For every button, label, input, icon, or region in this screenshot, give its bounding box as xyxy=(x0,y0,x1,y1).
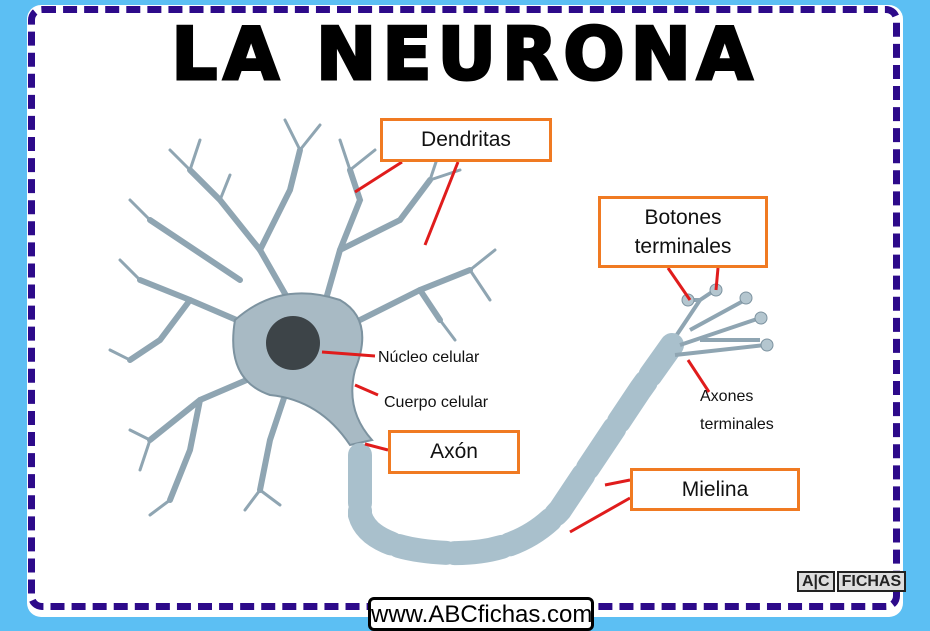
cell-body xyxy=(232,292,374,447)
axon xyxy=(358,298,702,556)
logo-text: FICHAS xyxy=(836,571,907,592)
label-axones-terminales: Axones terminales xyxy=(700,388,774,433)
label-mielina: Mielina xyxy=(630,468,800,511)
label-nucleo: Núcleo celular xyxy=(378,349,480,366)
logo-letters: A|C xyxy=(797,571,835,592)
label-axon: Axón xyxy=(388,430,520,474)
axon-terminals xyxy=(674,288,766,357)
pointer-lines xyxy=(321,160,720,534)
footer-url: www.ABCfichas.com xyxy=(368,597,594,631)
label-dendritas: Dendritas xyxy=(380,118,552,162)
page-title: LA NEURONA xyxy=(170,11,759,98)
card xyxy=(27,5,903,617)
nucleus xyxy=(266,316,320,370)
label-botones-terminales: Botones terminales xyxy=(598,196,768,268)
label-cuerpo: Cuerpo celular xyxy=(384,394,489,411)
myelin xyxy=(348,333,684,566)
